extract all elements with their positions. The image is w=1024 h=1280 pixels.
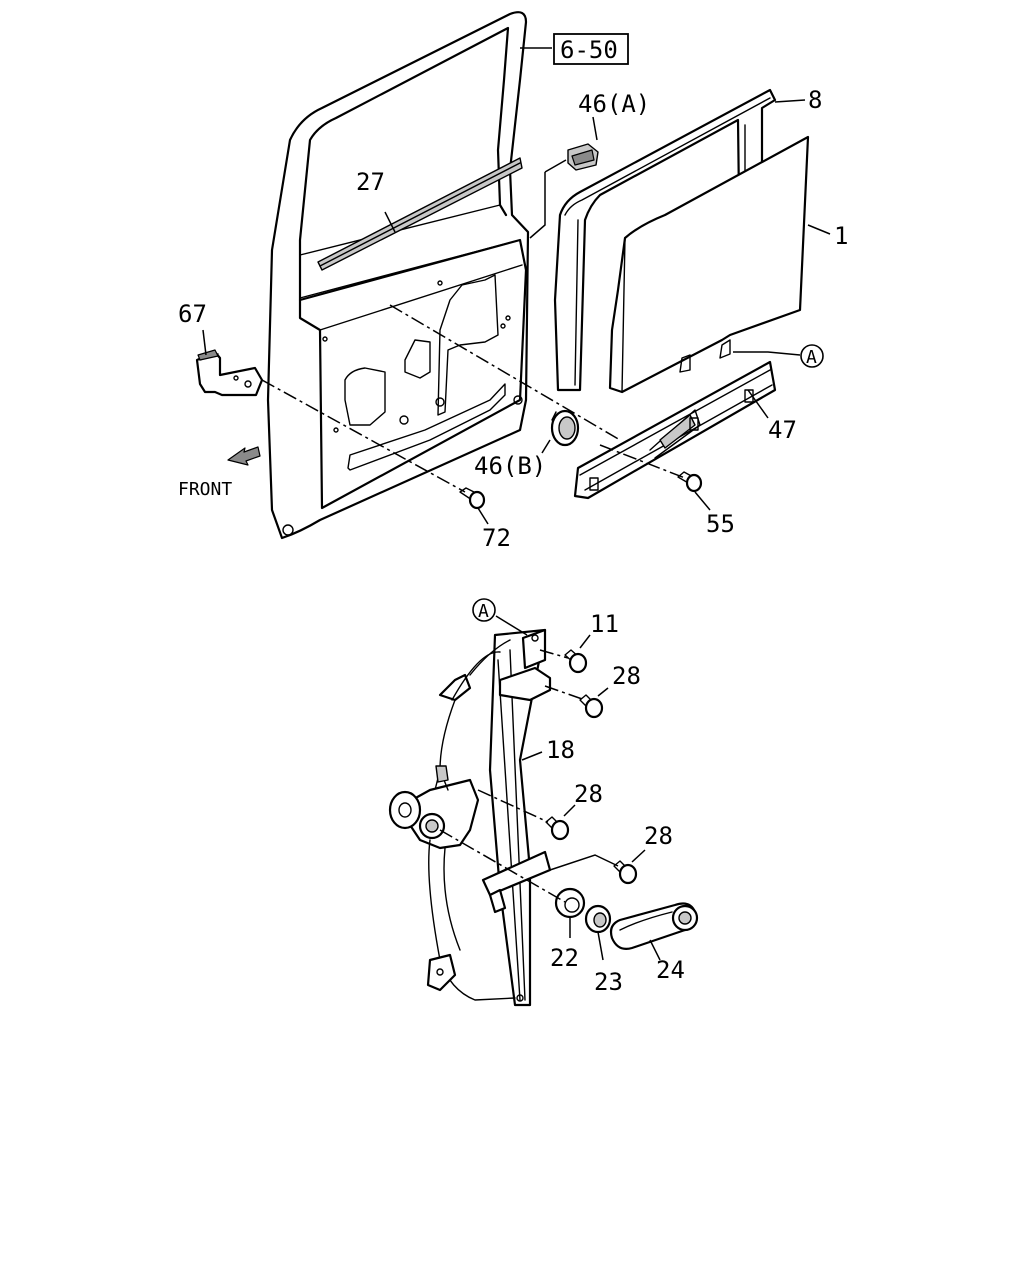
window-regulator	[388, 628, 552, 1007]
label-11: 11	[590, 610, 619, 638]
window-crank-handle	[609, 902, 699, 950]
door-glass	[608, 135, 810, 394]
label-67: 67	[178, 300, 207, 328]
label-28-upper: 28	[612, 662, 641, 690]
belt-moulding	[317, 157, 523, 271]
label-28-middle: 28	[574, 780, 603, 808]
front-arrow-icon	[227, 446, 261, 466]
label-a-upper: A	[806, 347, 817, 368]
label-28-lower: 28	[644, 822, 673, 850]
washer-23	[584, 904, 612, 934]
bolt-55	[677, 471, 703, 493]
label-72: 72	[482, 524, 511, 552]
label-22: 22	[550, 944, 579, 972]
label-46b: 46(B)	[474, 452, 546, 480]
lower-channel	[573, 360, 777, 500]
bolt-11	[564, 649, 588, 674]
ref-box-text: 6-50	[560, 36, 618, 64]
label-1: 1	[834, 222, 848, 250]
label-47: 47	[768, 416, 797, 444]
door-panel	[266, 11, 530, 540]
label-46a: 46(A)	[578, 90, 650, 118]
label-a-lower: A	[478, 601, 489, 622]
washer-22	[554, 887, 586, 919]
label-8: 8	[808, 86, 822, 114]
ref-marker-a-lower: A	[472, 598, 496, 622]
bolt-28-middle	[545, 816, 570, 841]
bolt-28-upper	[579, 694, 604, 719]
label-18: 18	[546, 736, 575, 764]
bolt-28-lower	[613, 860, 638, 885]
label-24: 24	[656, 956, 685, 984]
ref-box-label: 6-50	[553, 33, 629, 65]
label-27: 27	[356, 168, 385, 196]
front-label: FRONT	[178, 479, 232, 500]
ref-marker-a-upper: A	[800, 344, 824, 368]
grommet-46b	[550, 409, 580, 447]
glass-clip-46a	[567, 143, 599, 171]
label-55: 55	[706, 510, 735, 538]
label-23: 23	[594, 968, 623, 996]
bracket-67	[195, 349, 264, 397]
bolt-72	[459, 487, 486, 510]
